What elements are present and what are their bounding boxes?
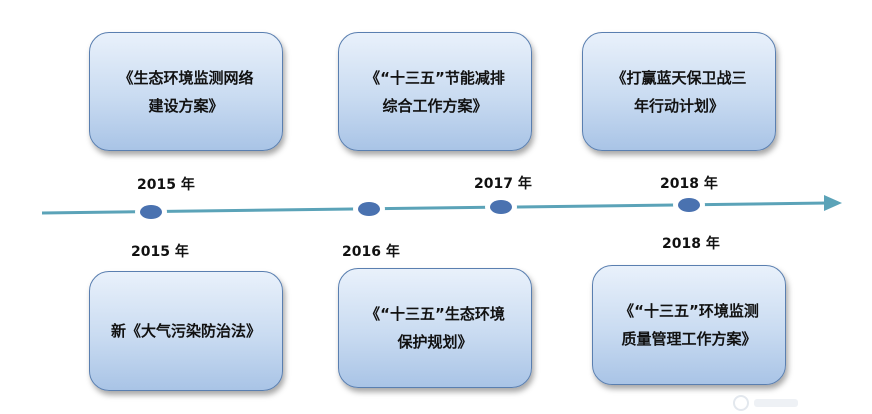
year-label: 2015 年 [131, 244, 189, 260]
watermark-logo [733, 395, 798, 411]
policy-box-text: 《“十三五”环境监测 质量管理工作方案》 [619, 302, 759, 348]
timeline-arrow-head [824, 195, 842, 211]
year-label: 2017 年 [474, 176, 532, 192]
policy-box-text: 新《大气污染防治法》 [110, 322, 261, 340]
timeline-node [353, 198, 385, 220]
policy-box-text: 《生态环境监测网络 建设方案》 [118, 68, 254, 115]
policy-box-eco-environment-plan: 《“十三五”生态环境 保护规划》 [338, 268, 532, 388]
policy-box-ecological-monitoring-network: 《生态环境监测网络 建设方案》 [89, 32, 283, 151]
timeline-node [135, 201, 167, 223]
year-label: 2015 年 [137, 177, 195, 193]
policy-box-text: 《“十三五”节能减排 综合工作方案》 [365, 68, 505, 115]
policy-box-blue-sky-action-plan: 《打赢蓝天保卫战三 年行动计划》 [582, 32, 776, 151]
policy-box-air-pollution-law: 新《大气污染防治法》 [89, 271, 283, 391]
policy-box-monitoring-quality-management: 《“十三五”环境监测 质量管理工作方案》 [592, 265, 786, 385]
year-label: 2018 年 [660, 176, 718, 192]
timeline-node [485, 196, 517, 218]
timeline-node [673, 194, 705, 216]
policy-box-text: 《打赢蓝天保卫战三 年行动计划》 [611, 68, 747, 115]
policy-box-text: 《“十三五”生态环境 保护规划》 [365, 305, 505, 351]
policy-box-energy-saving-emission: 《“十三五”节能减排 综合工作方案》 [338, 32, 532, 151]
year-label: 2018 年 [662, 236, 720, 252]
year-label: 2016 年 [342, 244, 400, 260]
